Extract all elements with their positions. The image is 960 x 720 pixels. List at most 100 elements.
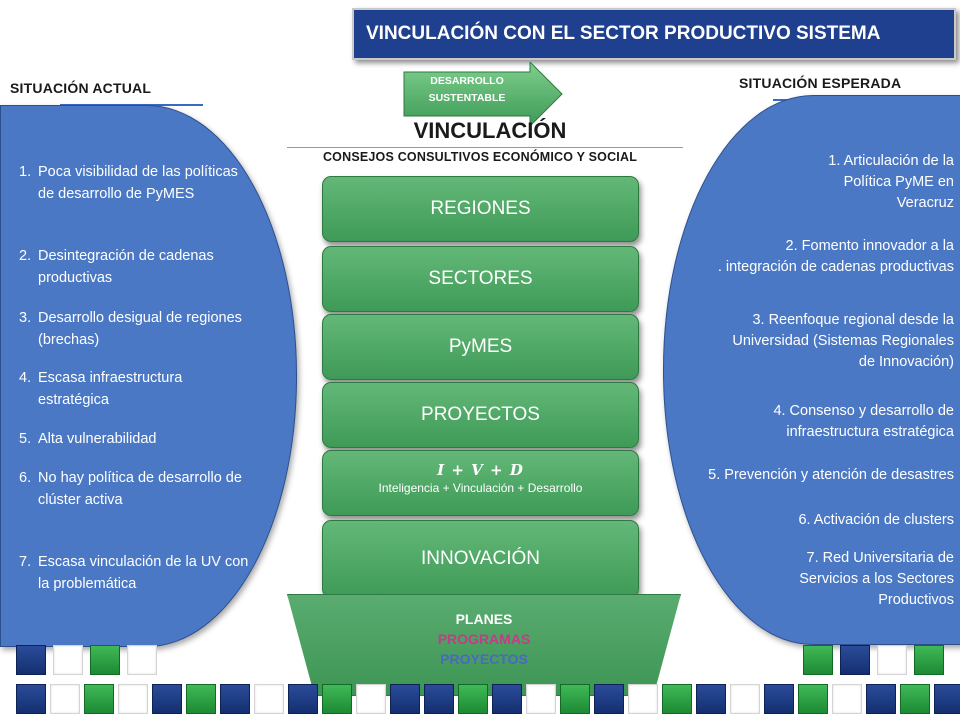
left-heading: SITUACIÓN ACTUAL <box>10 80 152 96</box>
square-white <box>628 684 658 714</box>
item-number: 7. <box>19 554 32 570</box>
stack-label: INNOVACIÓN <box>421 548 540 569</box>
stack-sectores: SECTORES <box>322 246 639 312</box>
square-green <box>900 684 930 714</box>
ivd-symbol: I + V + D <box>437 461 524 479</box>
item-line: 4. Consenso y desarrollo de <box>773 403 954 419</box>
square-white <box>53 645 83 675</box>
stack-label: REGIONES <box>430 198 531 219</box>
item-line: 5. Prevención y atención de desastres <box>708 467 954 483</box>
square-green <box>798 684 828 714</box>
expected-situation-panel: 1. Articulación de la Política PyME en V… <box>663 95 960 645</box>
current-item-4: 4. Escasa infraestructura estratégica <box>19 367 249 411</box>
item-number: 1. <box>19 164 32 180</box>
expected-item-1: 1. Articulación de la Política PyME en V… <box>828 151 954 214</box>
stack-label: PyMES <box>448 336 513 357</box>
subtitle-rule <box>287 147 683 148</box>
base-programas: PROGRAMAS <box>437 631 531 647</box>
square-navy <box>866 684 896 714</box>
arrow-label: DESARROLLO SUSTENTABLE <box>408 73 526 107</box>
square-green <box>914 645 944 675</box>
square-navy <box>16 684 46 714</box>
item-line: Servicios a los Sectores <box>799 571 954 587</box>
current-item-5: 5. Alta vulnerabilidad <box>19 428 249 450</box>
current-item-2: 2. Desintegración de cadenas productivas <box>19 245 249 289</box>
square-white <box>127 645 157 675</box>
square-navy <box>220 684 250 714</box>
expected-item-2: 2. Fomento innovador a la . integración … <box>718 236 954 278</box>
stack-label: PROYECTOS <box>421 404 540 425</box>
expected-item-3: 3. Reenfoque regional desde la Universid… <box>732 310 954 373</box>
item-line: 7. Red Universitaria de <box>806 550 955 566</box>
square-navy <box>424 684 454 714</box>
item-text: No hay política de desarrollo de clúster… <box>38 470 242 508</box>
square-green <box>84 684 114 714</box>
current-item-3: 3. Desarrollo desigual de regiones (brech… <box>19 307 249 351</box>
item-line: 2. Fomento innovador a la <box>785 238 954 254</box>
square-navy <box>594 684 624 714</box>
base-proyectos: PROYECTOS <box>440 651 528 667</box>
square-green <box>90 645 120 675</box>
square-white <box>832 684 862 714</box>
square-green <box>322 684 352 714</box>
square-white <box>730 684 760 714</box>
item-line: 3. Reenfoque regional desde la <box>752 312 954 328</box>
square-white <box>526 684 556 714</box>
arrow-label-line-2: SUSTENTABLE <box>428 92 506 104</box>
stack-label: SECTORES <box>428 268 533 289</box>
item-text: Escasa vinculación de la UV con la probl… <box>38 554 249 592</box>
square-navy <box>16 645 46 675</box>
item-number: 4. <box>19 370 32 386</box>
stack-proyectos: PROYECTOS <box>322 382 639 448</box>
current-situation-panel: 1. Poca visibilidad de las políticas de d… <box>0 105 297 647</box>
square-white <box>877 645 907 675</box>
item-line: 6. Activación de clusters <box>798 512 954 528</box>
item-line: Política PyME en <box>843 174 954 190</box>
base-planes-box: PLANES PROGRAMAS PROYECTOS <box>287 594 681 696</box>
square-green <box>458 684 488 714</box>
expected-item-5: 5. Prevención y atención de desastres <box>708 465 954 486</box>
item-number: 5. <box>19 431 32 447</box>
square-navy <box>764 684 794 714</box>
arrow-label-line-1: DESARROLLO <box>430 75 504 87</box>
stack-pymes: PyMES <box>322 314 639 380</box>
sustainable-development-arrow <box>402 62 564 126</box>
item-line: 1. Articulación de la <box>828 153 954 169</box>
item-text: Escasa infraestructura estratégica <box>38 370 183 408</box>
item-line: Universidad (Sistemas Regionales <box>732 333 954 349</box>
item-line: infraestructura estratégica <box>786 424 954 440</box>
square-navy <box>152 684 182 714</box>
expected-item-6: 6. Activación de clusters <box>798 510 954 531</box>
item-number: 3. <box>19 310 32 326</box>
current-item-7: 7. Escasa vinculación de la UV con la pro… <box>19 551 249 595</box>
square-white <box>356 684 386 714</box>
title-banner: VINCULACIÓN CON EL SECTOR PRODUCTIVO SIS… <box>352 8 956 60</box>
right-heading: SITUACIÓN ESPERADA <box>739 75 902 91</box>
item-line: Productivos <box>878 592 954 608</box>
item-text: Desarrollo desigual de regiones (brechas… <box>38 310 242 348</box>
ivd-description: Inteligencia + Vinculación + Desarrollo <box>378 481 583 495</box>
square-navy <box>288 684 318 714</box>
item-line: . integración de cadenas productivas <box>717 259 954 275</box>
square-green <box>186 684 216 714</box>
stack-ivd: I + V + D Inteligencia + Vinculación + D… <box>322 450 639 516</box>
current-item-1: 1. Poca visibilidad de las políticas de d… <box>19 161 249 205</box>
square-navy <box>492 684 522 714</box>
square-navy <box>840 645 870 675</box>
item-number: 6. <box>19 470 32 486</box>
consejos-subtitle: CONSEJOS CONSULTIVOS ECONÓMICO Y SOCIAL <box>322 150 638 164</box>
item-line: de Innovación) <box>858 354 954 370</box>
item-text: Alta vulnerabilidad <box>38 431 157 447</box>
expected-item-4: 4. Consenso y desarrollo de infraestruct… <box>773 401 954 443</box>
square-navy <box>696 684 726 714</box>
vinculacion-title: VINCULACIÓN <box>413 118 567 143</box>
item-line: Veracruz <box>896 195 954 211</box>
square-white <box>254 684 284 714</box>
square-navy <box>390 684 420 714</box>
square-navy <box>934 684 960 714</box>
base-planes: PLANES <box>455 611 513 627</box>
item-number: 2. <box>19 248 32 264</box>
square-green <box>560 684 590 714</box>
item-text: Desintegración de cadenas productivas <box>38 248 214 286</box>
item-text: Poca visibilidad de las políticas de des… <box>38 164 238 202</box>
